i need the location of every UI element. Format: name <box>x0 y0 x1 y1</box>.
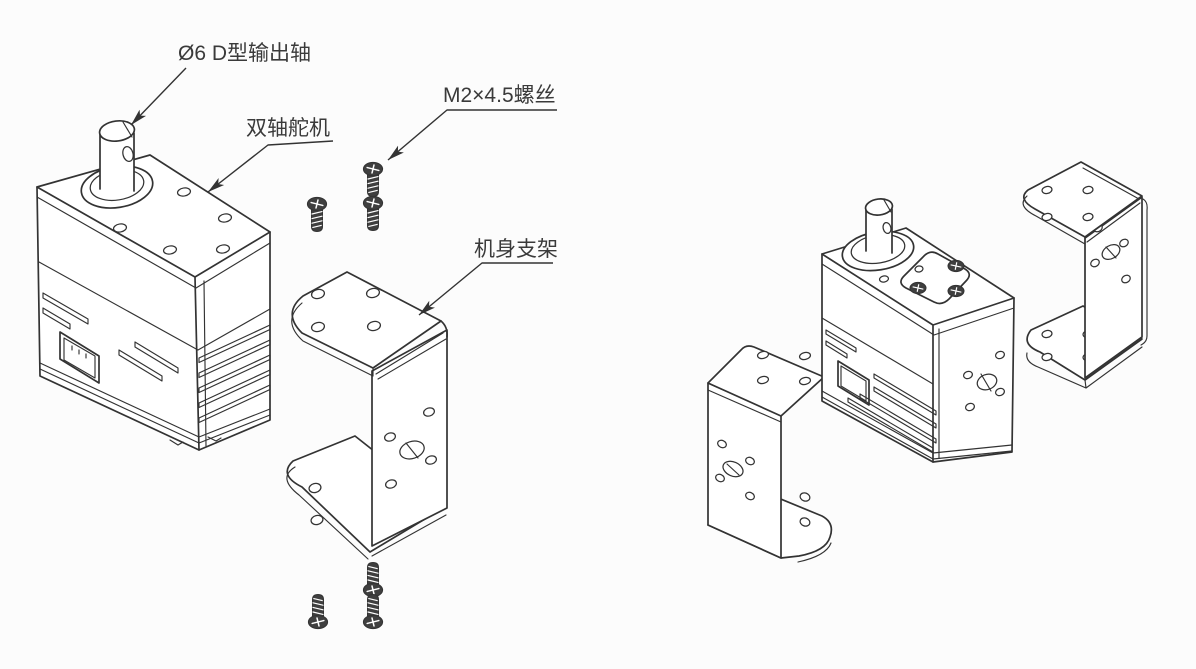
servo-edges <box>36 186 271 451</box>
servo-base-lines <box>39 362 271 444</box>
vent-slots-left <box>42 292 179 382</box>
horn-hole-edge <box>405 442 419 459</box>
servo-body <box>36 119 271 451</box>
bracket-top-flange <box>291 271 448 377</box>
servo-top-lip <box>36 196 271 289</box>
label-output-shaft: Ø6 D型输出轴 <box>178 42 311 65</box>
leader-line <box>207 140 334 193</box>
screws-bottom <box>307 561 384 630</box>
label-bracket: 机身支架 <box>474 238 558 261</box>
servo-corner-line <box>203 280 207 447</box>
output-shaft <box>864 198 894 254</box>
assembled-bracket-right <box>1022 161 1148 389</box>
side-mounting-holes <box>962 350 1006 412</box>
callout-screws: M2×4.5螺丝 <box>387 84 557 161</box>
installed-screw <box>947 284 965 298</box>
assembled-view <box>707 161 1148 563</box>
servo-top-hole <box>878 275 890 283</box>
cooling-fins <box>198 324 271 424</box>
bracket-top-flange <box>707 345 825 417</box>
bracket-web <box>371 329 448 547</box>
screw <box>362 561 384 598</box>
body-bracket <box>286 271 448 560</box>
connector-port <box>837 360 870 406</box>
assembled-bracket-left <box>707 345 833 563</box>
assembled-servo <box>821 198 1015 463</box>
callouts: Ø6 D型输出轴 双轴舵机 M2×4.5螺丝 机身支架 <box>130 42 558 316</box>
leader-line <box>130 67 187 126</box>
screw <box>307 593 329 630</box>
callout-bracket: 机身支架 <box>418 238 558 316</box>
screw <box>362 593 384 630</box>
installed-screw <box>947 259 965 273</box>
callout-servo: 双轴舵机 <box>207 117 334 193</box>
label-servo: 双轴舵机 <box>246 117 330 140</box>
screw <box>306 196 328 233</box>
output-shaft <box>98 119 136 192</box>
callout-output-shaft: Ø6 D型输出轴 <box>130 42 311 126</box>
servo-base-notches <box>169 436 222 446</box>
shaft-d-flat <box>122 145 134 163</box>
servo-mid-seam <box>38 261 271 351</box>
installed-screw <box>909 281 927 295</box>
servo-top-holes <box>112 187 233 255</box>
servo-base-lines <box>821 390 1013 460</box>
vent-slots <box>825 329 937 453</box>
connector-port <box>59 331 100 384</box>
leader-line <box>387 109 557 161</box>
bracket-web <box>707 382 782 559</box>
shaft-d-flat-edge <box>122 121 133 138</box>
exploded-view: Ø6 D型输出轴 双轴舵机 M2×4.5螺丝 机身支架 <box>36 42 558 630</box>
leader-line <box>418 262 553 316</box>
screw <box>362 161 384 198</box>
top-mounting-plate <box>900 251 971 305</box>
screws-top <box>306 161 384 233</box>
label-screws: M2×4.5螺丝 <box>443 84 556 107</box>
bracket-top-flange <box>1022 161 1143 245</box>
screw <box>362 195 384 232</box>
